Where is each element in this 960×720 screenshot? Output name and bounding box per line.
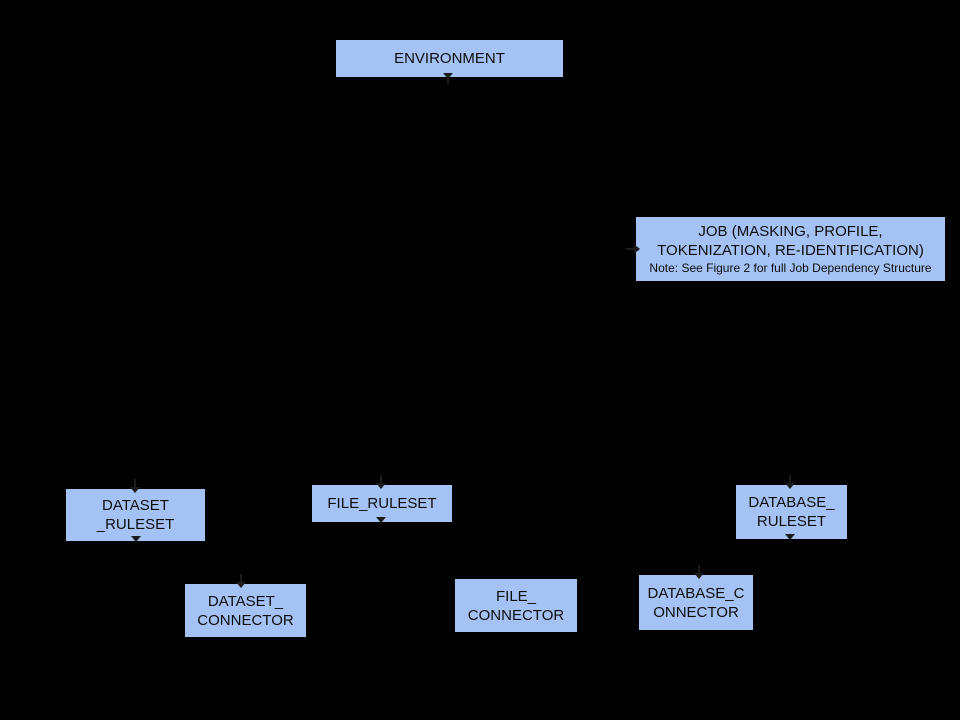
arrowhead-database-ruleset-bottom-icon xyxy=(785,534,795,540)
node-label: TOKENIZATION, RE-IDENTIFICATION) xyxy=(657,242,924,259)
node-label: CONNECTOR xyxy=(197,611,294,629)
node-label: _RULESET xyxy=(96,516,175,533)
node-label: DATASET_ xyxy=(207,592,284,610)
line-stub xyxy=(447,78,449,84)
node-label: DATABASE_ xyxy=(748,494,835,511)
arrowhead-dataset-ruleset-bottom-icon xyxy=(131,536,141,542)
line-stub xyxy=(380,475,382,485)
node-label: DATASET xyxy=(102,497,169,514)
arrowhead-environment-bottom-icon xyxy=(443,73,453,79)
line-stub xyxy=(698,565,700,575)
arrowhead-job-left-icon xyxy=(634,244,640,254)
line-stub xyxy=(626,248,636,250)
line-stub xyxy=(789,475,791,485)
arrowhead-dataset-ruleset-top-icon xyxy=(130,487,140,493)
line-stub xyxy=(240,574,242,584)
node-label: RULESET xyxy=(756,513,827,530)
arrowhead-dataset-connector-top-icon xyxy=(236,582,246,588)
node-environment: ENVIRONMENT xyxy=(336,40,563,77)
arrowhead-database-connector-top-icon xyxy=(694,573,704,579)
node-note: Note: See Figure 2 for full Job Dependen… xyxy=(649,261,932,275)
node-dataset-ruleset: DATASET _RULESET xyxy=(66,489,205,541)
node-label: JOB (MASKING, PROFILE, xyxy=(698,223,883,240)
node-label: CONNECTOR xyxy=(467,606,565,624)
arrowhead-file-ruleset-top-icon xyxy=(376,483,386,489)
node-label: FILE_ xyxy=(495,587,537,605)
node-label: ENVIRONMENT xyxy=(394,50,505,67)
node-database-ruleset: DATABASE_ RULESET xyxy=(736,485,847,539)
node-label: ONNECTOR xyxy=(653,603,739,621)
node-file-ruleset: FILE_RULESET xyxy=(312,485,452,522)
node-job: JOB (MASKING, PROFILE, TOKENIZATION, RE-… xyxy=(636,217,945,281)
arrowhead-file-ruleset-bottom-icon xyxy=(376,517,386,523)
node-label: FILE_RULESET xyxy=(327,495,437,512)
node-label: DATABASE_C xyxy=(647,584,745,602)
arrowhead-database-ruleset-top-icon xyxy=(785,483,795,489)
node-dataset-connector: DATASET_ CONNECTOR xyxy=(185,584,306,637)
line-stub xyxy=(134,479,136,489)
node-file-connector: FILE_ CONNECTOR xyxy=(455,579,577,632)
node-database-connector: DATABASE_C ONNECTOR xyxy=(639,575,753,630)
